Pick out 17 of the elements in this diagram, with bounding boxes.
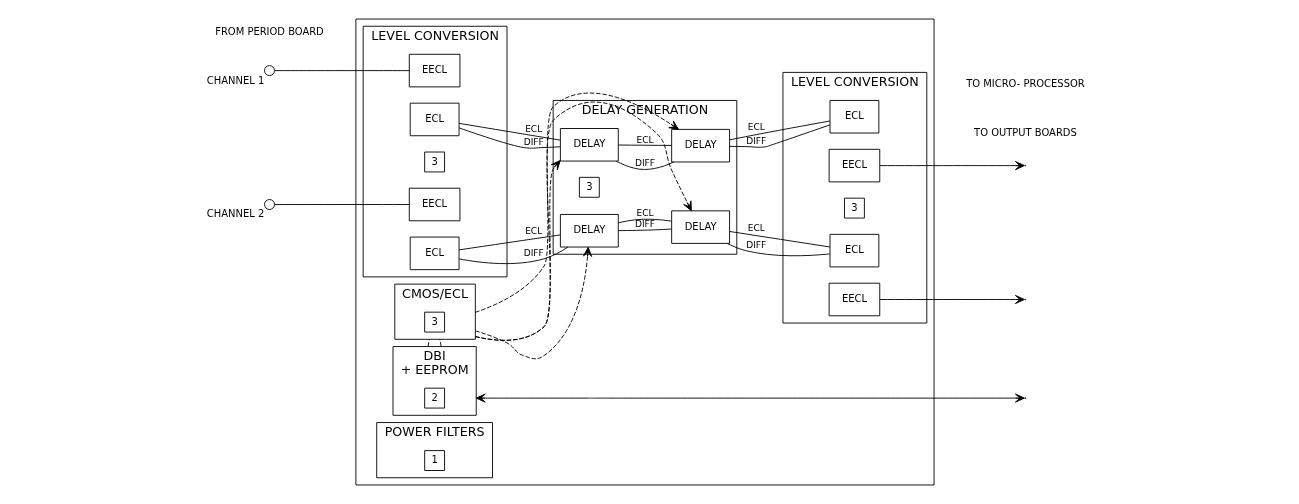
edge-label: DIFF xyxy=(746,135,767,146)
edge-label: ECL xyxy=(747,122,765,133)
edge-label: DIFF xyxy=(523,136,544,147)
edge-label: DIFF xyxy=(523,248,544,259)
label: TO OUTPUT BOARDS xyxy=(974,126,1077,138)
label: FROM PERIOD BOARD xyxy=(215,26,324,38)
node-label: CHANNEL 1 xyxy=(206,74,265,86)
edge-label: DIFF xyxy=(634,219,655,230)
edge-label: ECL xyxy=(525,124,543,135)
label: TO MICRO- PROCESSOR xyxy=(966,77,1085,89)
edge-label: ECL xyxy=(747,222,765,233)
edge-label: DIFF xyxy=(634,157,655,168)
node-label: CHANNEL 2 xyxy=(206,208,265,220)
edge-label: ECL xyxy=(636,208,654,219)
edge-label: ECL xyxy=(525,226,543,237)
edge-label: DIFF xyxy=(746,239,767,250)
edge-label: ECL xyxy=(636,134,654,145)
